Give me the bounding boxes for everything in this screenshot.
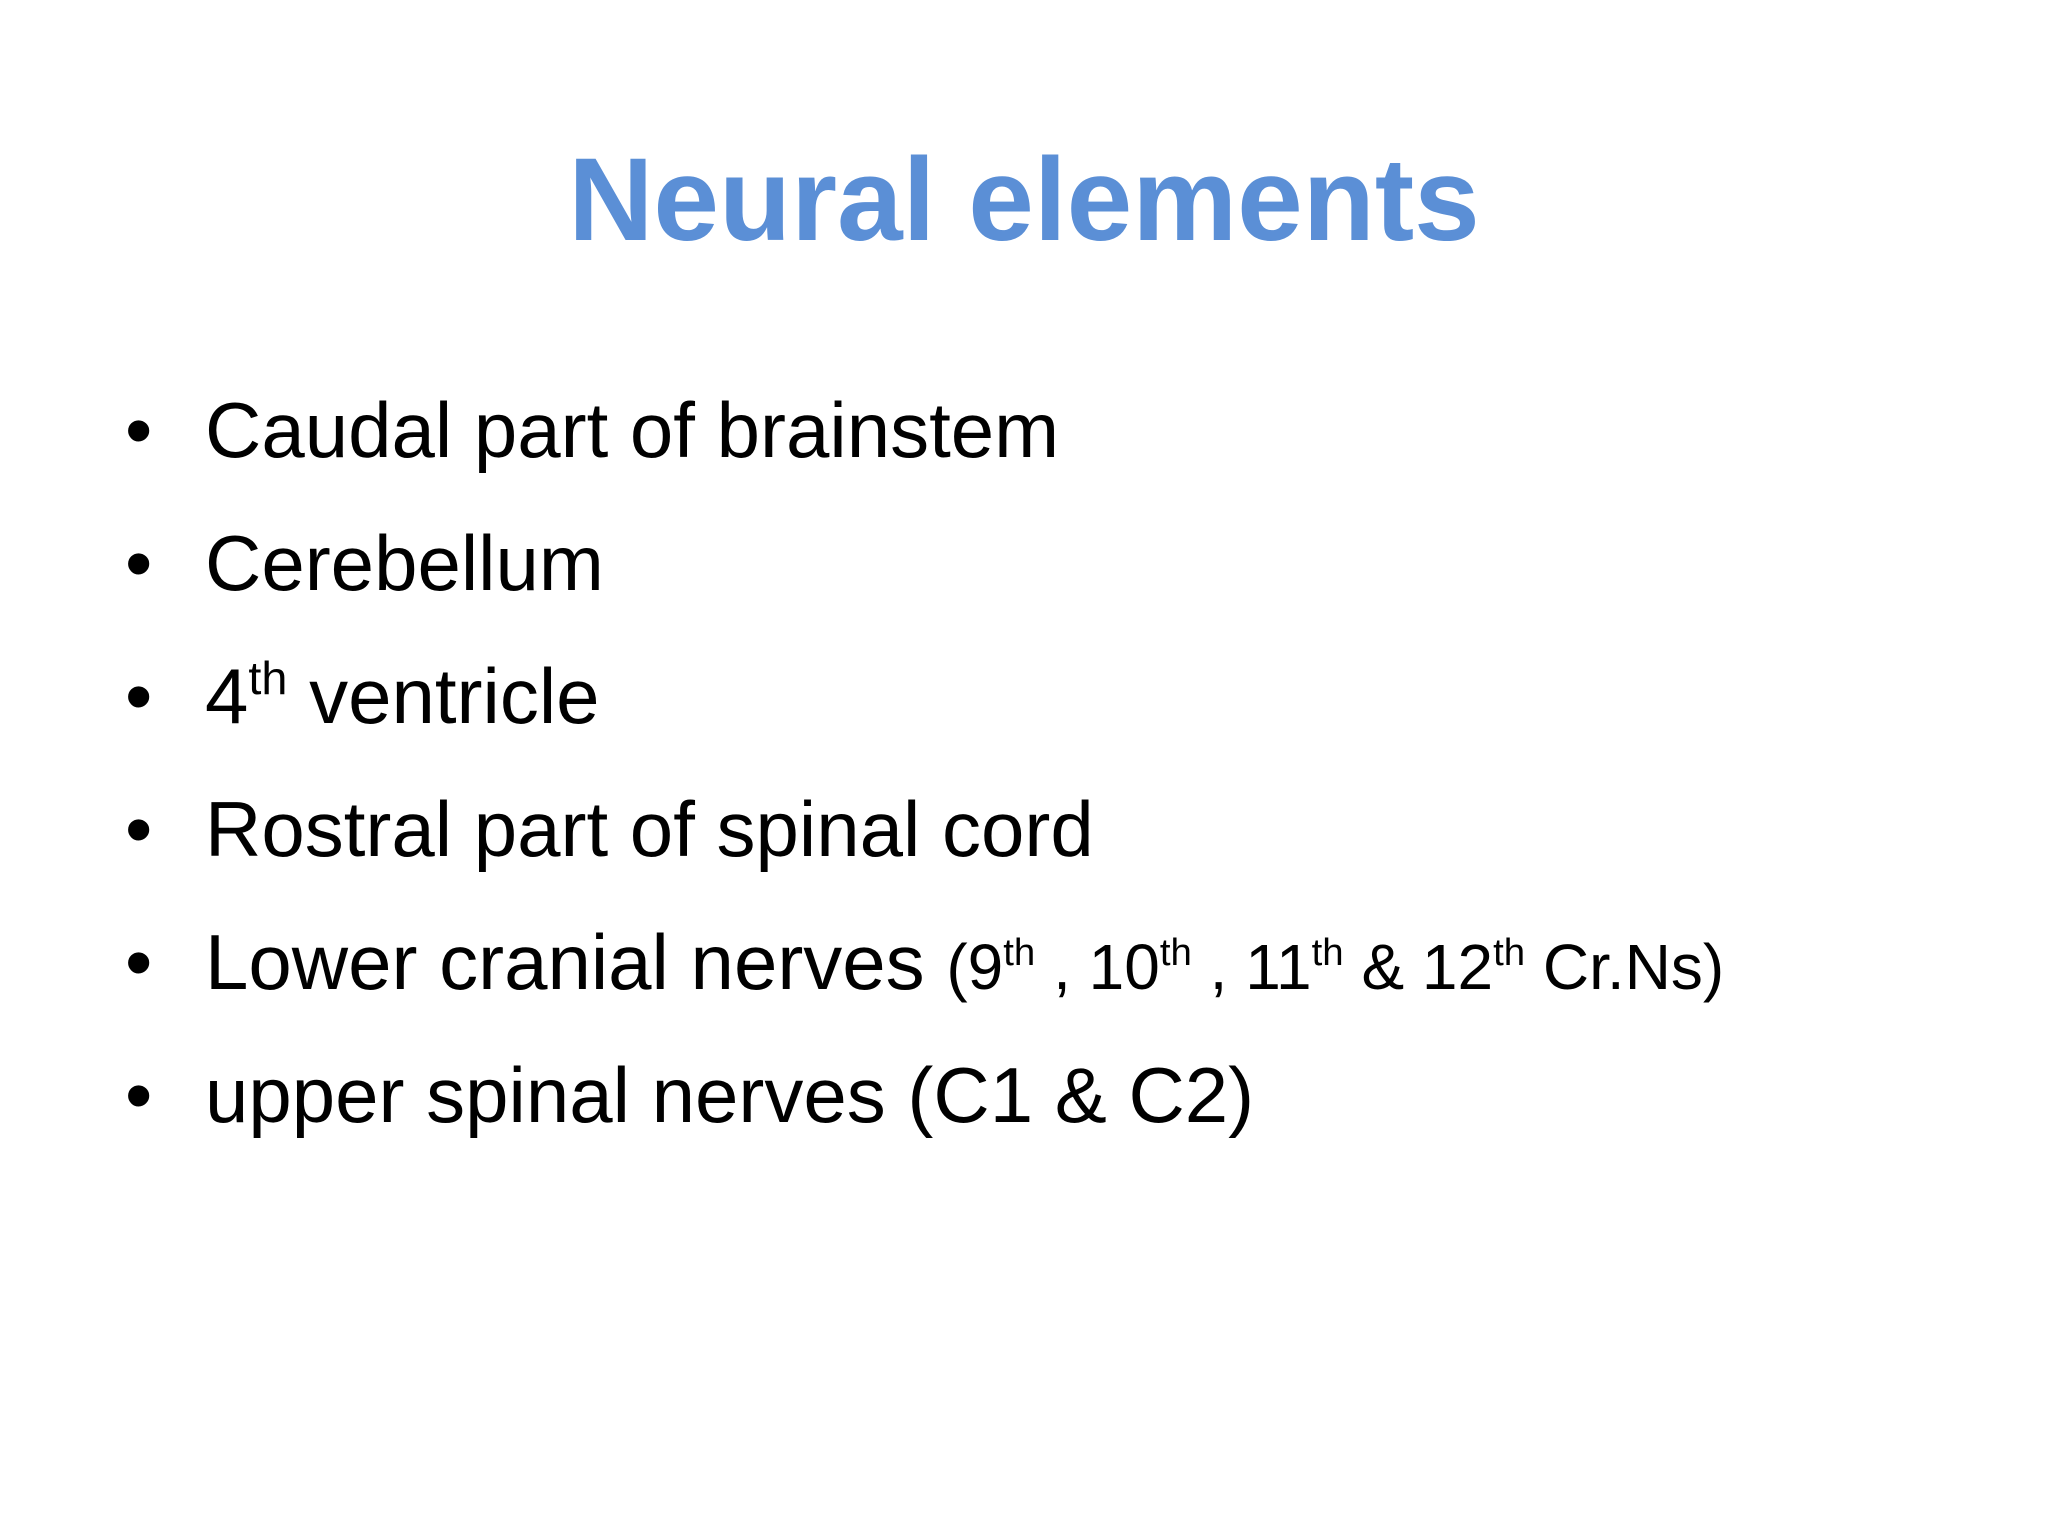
list-item: • Lower cranial nerves (9th , 10th , 11t… [125, 912, 1985, 1045]
list-item-number: 4 [205, 652, 249, 740]
list-item-text: ventricle [287, 652, 600, 740]
ordinal-suffix: th [1493, 930, 1526, 974]
list-item: • Rostral part of spinal cord [125, 779, 1985, 912]
ordinal-suffix: th [1003, 930, 1036, 974]
bullet-icon: • [125, 1051, 153, 1139]
slide-title: Neural elements [568, 134, 1480, 266]
ordinal-suffix: th [1311, 930, 1344, 974]
bullet-icon: • [125, 519, 153, 607]
detail-close: Cr.Ns) [1525, 931, 1725, 1003]
detail-part: , 11 [1191, 931, 1312, 1003]
bullet-icon: • [125, 386, 153, 474]
bullet-icon: • [125, 652, 153, 740]
detail-part: & 12 [1343, 931, 1494, 1003]
detail-part: , 10 [1035, 931, 1160, 1003]
list-item-text: Lower cranial nerves [205, 918, 947, 1006]
list-item: • 4th ventricle [125, 646, 1985, 779]
list-item: • Caudal part of brainstem [125, 380, 1985, 513]
list-item-text: upper spinal nerves (C1 & C2) [205, 1051, 1255, 1139]
detail-open: (9 [946, 931, 1004, 1003]
list-item: • Cerebellum [125, 513, 1985, 646]
list-item: • upper spinal nerves (C1 & C2) [125, 1045, 1985, 1178]
list-item-text: Cerebellum [205, 519, 604, 607]
bullet-icon: • [125, 918, 153, 1006]
cranial-nerves-detail: (9th , 10th , 11th & 12th Cr.Ns) [946, 931, 1724, 1003]
ordinal-suffix: th [1159, 930, 1192, 974]
bullet-icon: • [125, 785, 153, 873]
list-item-text: Caudal part of brainstem [205, 386, 1060, 474]
list-item-text: Rostral part of spinal cord [205, 785, 1094, 873]
ordinal-suffix: th [248, 651, 288, 704]
bullet-list: • Caudal part of brainstem • Cerebellum … [125, 380, 1985, 1178]
